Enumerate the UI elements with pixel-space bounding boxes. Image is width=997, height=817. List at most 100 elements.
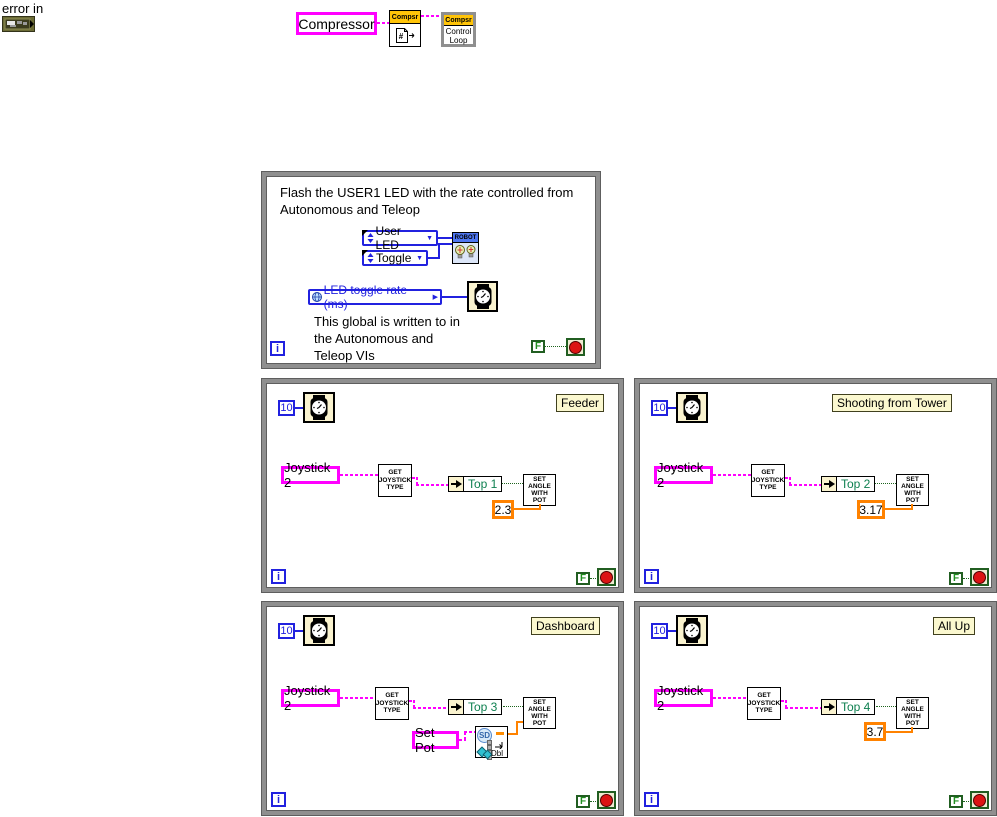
- loop-label: Dashboard: [531, 617, 600, 635]
- angle-constant[interactable]: 3.7: [864, 722, 886, 741]
- ring-value: Top 3: [468, 700, 498, 714]
- get-joystick-type-vi[interactable]: GET JOYSTICK TYPE: [747, 687, 781, 720]
- stop-button[interactable]: [970, 568, 989, 586]
- compressor-open-vi[interactable]: Compsr #: [389, 10, 421, 47]
- false-constant[interactable]: F: [576, 572, 590, 585]
- false-constant[interactable]: F: [949, 795, 963, 808]
- loop-label: Shooting from Tower: [832, 394, 952, 412]
- global-label: LED toggle rate (ms): [323, 283, 408, 311]
- get-joystick-type-vi[interactable]: GET JOYSTICK TYPE: [378, 464, 412, 497]
- ring-arrow-icon: [449, 700, 464, 714]
- dropdown-arrow-icon[interactable]: ▼: [426, 234, 433, 242]
- wire-joystick: [713, 474, 751, 476]
- stop-icon: [600, 570, 613, 584]
- false-constant[interactable]: F: [949, 572, 963, 585]
- sd-dbl-label: Dbl: [491, 749, 504, 758]
- stop-button[interactable]: [597, 568, 616, 586]
- led-loop-comment: Flash the USER1 LED with the rate contro…: [280, 185, 574, 217]
- right-arrow-icon: ▶: [432, 294, 438, 301]
- wire-user-led: [438, 237, 452, 239]
- get-joystick-type-vi[interactable]: GET JOYSTICK TYPE: [751, 464, 785, 497]
- iteration-terminal[interactable]: i: [271, 792, 286, 807]
- compressor-control-loop-vi[interactable]: Compsr Control Loop: [441, 12, 476, 47]
- enum-toggle[interactable]: Toggle ▼: [362, 250, 428, 266]
- enum-corner: [362, 230, 368, 236]
- angle-constant[interactable]: 2.3: [492, 500, 514, 519]
- loop-label: All Up: [933, 617, 976, 635]
- joystick-type-ring[interactable]: Top 2: [821, 476, 876, 492]
- wire-angle-1: [514, 508, 541, 510]
- while-loop-dashboard: [262, 602, 623, 815]
- wire-type-3: [416, 484, 448, 486]
- watch-icon: [683, 618, 701, 643]
- enum-user-led-label: User LED: [375, 224, 401, 252]
- angle-constant[interactable]: 3.17: [857, 500, 885, 519]
- false-constant[interactable]: F: [576, 795, 590, 808]
- joystick-type-ring[interactable]: Top 1: [448, 476, 503, 492]
- enum-user-led[interactable]: User LED ▼: [362, 224, 438, 252]
- compressor-constant[interactable]: Compressor: [296, 12, 377, 35]
- while-loop-shooting: [635, 379, 996, 592]
- wire-setpot-3: [464, 731, 475, 733]
- set-angle-with-pot-vi[interactable]: SET ANGLE WITH POT: [523, 474, 556, 506]
- set-angle-with-pot-vi[interactable]: SET ANGLE WITH POT: [896, 697, 929, 729]
- while-loop-led: [262, 172, 600, 368]
- sd-badge: SD: [477, 728, 492, 743]
- wire-angle-2: [911, 727, 913, 733]
- wait-ms-vi[interactable]: [676, 392, 708, 423]
- joystick-constant[interactable]: Joystick 2: [281, 460, 340, 490]
- open-refnum-icon: #: [396, 28, 415, 43]
- joystick-constant[interactable]: Joystick 2: [281, 683, 340, 713]
- wait-ms-vi[interactable]: [467, 281, 498, 312]
- wait-constant[interactable]: 10: [651, 400, 668, 416]
- iteration-terminal[interactable]: i: [644, 569, 659, 584]
- wire-stop: [963, 578, 971, 580]
- while-loop-feeder: [262, 379, 623, 592]
- stop-button[interactable]: [597, 791, 616, 809]
- joystick-type-ring[interactable]: Top 4: [821, 699, 876, 715]
- wire-type-3: [789, 484, 821, 486]
- wait-constant[interactable]: 10: [651, 623, 668, 639]
- sd-orange-dash-icon: [496, 732, 504, 735]
- wire-type-match: [876, 706, 896, 708]
- wait-ms-vi[interactable]: [303, 615, 335, 646]
- loop-label: Feeder: [556, 394, 605, 412]
- dropdown-arrow-icon[interactable]: ▼: [416, 254, 423, 262]
- led-bulbs-icon: [455, 245, 476, 259]
- set-pot-constant[interactable]: Set Pot: [412, 725, 459, 755]
- iteration-terminal[interactable]: i: [270, 341, 285, 356]
- get-joystick-type-vi[interactable]: GET JOYSTICK TYPE: [375, 687, 409, 720]
- joystick-constant[interactable]: Joystick 2: [654, 683, 713, 713]
- wire-type-3: [785, 707, 821, 709]
- wait-constant[interactable]: 10: [278, 400, 295, 416]
- stop-button[interactable]: [566, 338, 585, 356]
- joystick-type-ring[interactable]: Top 3: [448, 699, 503, 715]
- wire-type-match: [502, 483, 523, 485]
- wire-type-2: [416, 477, 418, 486]
- set-angle-with-pot-vi[interactable]: SET ANGLE WITH POT: [523, 697, 556, 729]
- wire-wait: [295, 407, 303, 409]
- iteration-terminal[interactable]: i: [271, 569, 286, 584]
- stop-button[interactable]: [970, 791, 989, 809]
- led-toggle-rate-global[interactable]: LED toggle rate (ms) ▶: [308, 283, 442, 311]
- wire-sd-3: [516, 721, 523, 723]
- led-loop-note: This global is written to in the Autonom…: [314, 314, 460, 363]
- wire-sd-2: [516, 721, 518, 735]
- wire-type-2: [789, 477, 791, 486]
- robot-set-led-vi[interactable]: ROBOT: [452, 232, 479, 264]
- false-constant[interactable]: F: [531, 340, 545, 353]
- wire-joystick: [340, 697, 375, 699]
- error-in-terminal[interactable]: [2, 16, 35, 37]
- compressor-open-vi-header: Compsr: [390, 11, 420, 24]
- stop-icon: [973, 793, 986, 807]
- iteration-terminal[interactable]: i: [644, 792, 659, 807]
- wait-constant[interactable]: 10: [278, 623, 295, 639]
- smartdashboard-get-value-vi[interactable]: SD Dbl: [475, 726, 508, 760]
- wait-ms-vi[interactable]: [303, 392, 335, 423]
- set-angle-with-pot-vi[interactable]: SET ANGLE WITH POT: [896, 474, 929, 506]
- wait-ms-vi[interactable]: [676, 615, 708, 646]
- wire-angle-2: [911, 504, 913, 510]
- wire-toggle-2: [438, 244, 440, 259]
- joystick-constant[interactable]: Joystick 2: [654, 460, 713, 490]
